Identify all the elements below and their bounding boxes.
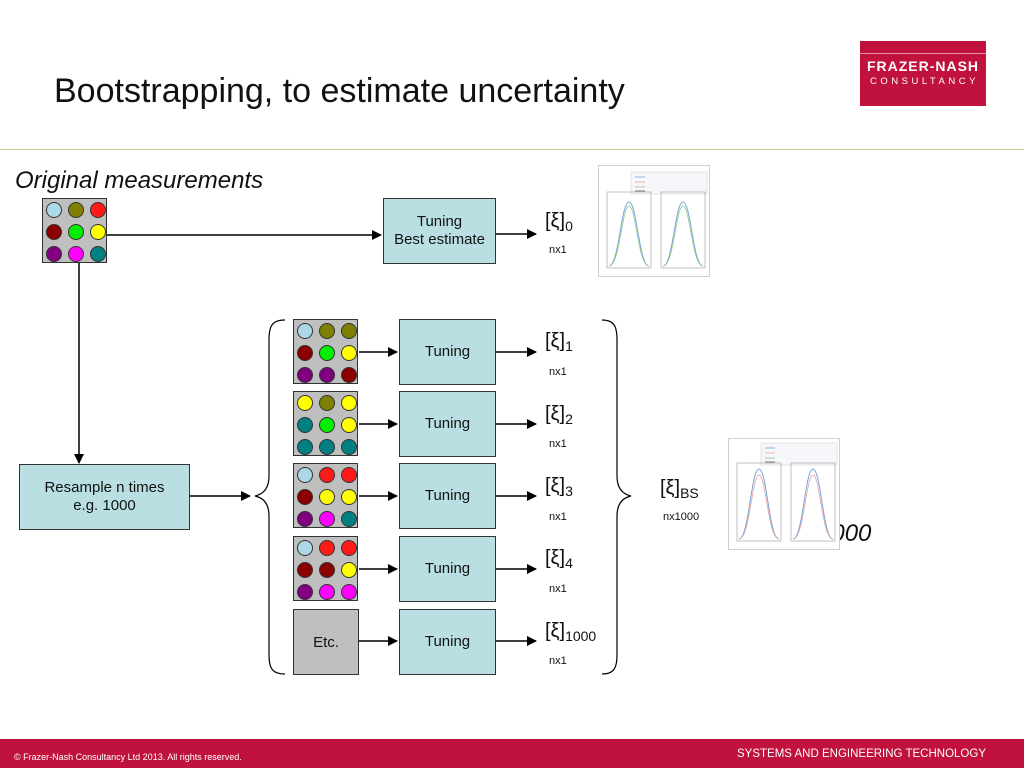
tuning-label: Tuning	[424, 487, 471, 504]
footer-tagline: SYSTEMS AND ENGINEERING TECHNOLOGY	[736, 748, 986, 760]
measurement-dot	[341, 323, 357, 339]
title-divider	[0, 149, 1024, 150]
tuning-best-estimate-box: Tuning Best estimate	[383, 198, 496, 264]
tuning-label: Tuning	[424, 343, 471, 360]
measurement-dot	[297, 323, 313, 339]
tuning-label: Tuning	[424, 560, 471, 577]
right-brace	[601, 319, 632, 675]
measurement-dot	[341, 345, 357, 361]
resample-line2: e.g. 1000	[73, 497, 136, 514]
measurement-dot	[319, 562, 335, 578]
etc-box: Etc.	[293, 609, 359, 675]
footer-copyright: © Frazer-Nash Consultancy Ltd 2013. All …	[14, 752, 242, 762]
measurement-dot	[68, 202, 84, 218]
logo-rule	[860, 53, 986, 54]
plot-thumbnail-best	[598, 165, 710, 277]
measurement-dot	[68, 224, 84, 240]
output-xi-1: [ξ]1	[545, 330, 573, 354]
tuning-best-line2: Best estimate	[394, 231, 485, 248]
measurement-dot	[341, 562, 357, 578]
measurement-dot	[319, 323, 335, 339]
tuning-label: Tuning	[424, 415, 471, 432]
measurement-dot	[297, 367, 313, 383]
measurement-dot	[46, 246, 62, 262]
measurement-dot	[297, 511, 313, 527]
measurement-dot	[297, 584, 313, 600]
resample-grid-4	[293, 536, 358, 601]
tuning-box-4: Tuning	[399, 536, 496, 602]
measurement-dot	[319, 417, 335, 433]
output-dim-2: nx1	[549, 438, 567, 450]
measurement-dot	[341, 467, 357, 483]
logo-subname: CONSULTANCY	[870, 76, 979, 87]
original-measurements-label: Original measurements	[15, 167, 264, 194]
measurement-dot	[297, 562, 313, 578]
output-dim-1: nx1	[549, 366, 567, 378]
measurement-dot	[46, 224, 62, 240]
measurement-dot	[341, 417, 357, 433]
tuning-box-3: Tuning	[399, 463, 496, 529]
tuning-label: Tuning	[424, 633, 471, 650]
logo-name: FRAZER-NASH	[866, 58, 980, 74]
plot-thumbnail-bootstrap	[728, 438, 840, 550]
tuning-box-1: Tuning	[399, 319, 496, 385]
measurement-dot	[297, 439, 313, 455]
measurement-dot	[297, 417, 313, 433]
measurement-dot	[319, 540, 335, 556]
measurement-dot	[319, 345, 335, 361]
resample-grid-1	[293, 319, 358, 384]
tuning-box-1000: Tuning	[399, 609, 496, 675]
resample-box: Resample n times e.g. 1000	[19, 464, 190, 530]
measurement-dot	[319, 367, 335, 383]
measurement-dot	[297, 540, 313, 556]
output-xi-bs: [ξ]BS	[660, 477, 699, 501]
measurement-dot	[46, 202, 62, 218]
output-xi-1000: [ξ]1000	[545, 620, 597, 644]
output-xi-2: [ξ]2	[545, 403, 573, 427]
output-xi-4: [ξ]4	[545, 547, 573, 571]
measurement-dot	[319, 584, 335, 600]
measurement-dot	[319, 395, 335, 411]
plot-thumbnail-graphic	[606, 171, 708, 269]
company-logo: FRAZER-NASH CONSULTANCY	[860, 41, 986, 106]
output-dim-bs: nx1000	[663, 511, 700, 523]
output-dim-4: nx1	[549, 583, 567, 595]
tuning-box-2: Tuning	[399, 391, 496, 457]
measurement-dot	[341, 489, 357, 505]
measurement-dot	[341, 395, 357, 411]
output-dim-3: nx1	[549, 511, 567, 523]
measurement-dot	[341, 511, 357, 527]
measurement-dot	[90, 246, 106, 262]
measurement-dot	[319, 439, 335, 455]
measurement-dot	[341, 540, 357, 556]
original-measurements-grid	[42, 198, 107, 263]
output-dim-0: nx1	[549, 244, 567, 256]
measurement-dot	[90, 202, 106, 218]
footer-bar: © Frazer-Nash Consultancy Ltd 2013. All …	[0, 739, 1024, 768]
output-xi-0: [ξ]0	[545, 210, 573, 234]
plot-thumbnail-graphic	[736, 442, 838, 542]
measurement-dot	[297, 345, 313, 361]
measurement-dot	[341, 584, 357, 600]
measurement-dot	[297, 395, 313, 411]
left-brace	[254, 319, 286, 675]
measurement-dot	[341, 367, 357, 383]
tuning-best-line1: Tuning	[416, 213, 463, 230]
resample-grid-2	[293, 391, 358, 456]
measurement-dot	[319, 467, 335, 483]
resample-grid-3	[293, 463, 358, 528]
measurement-dot	[68, 246, 84, 262]
resample-line1: Resample n times	[44, 479, 165, 496]
measurement-dot	[341, 439, 357, 455]
slide-title: Bootstrapping, to estimate uncertainty	[54, 72, 625, 110]
measurement-dot	[297, 489, 313, 505]
output-dim-1000: nx1	[549, 655, 567, 667]
measurement-dot	[297, 467, 313, 483]
measurement-dot	[319, 489, 335, 505]
measurement-dot	[90, 224, 106, 240]
measurement-dot	[319, 511, 335, 527]
output-xi-3: [ξ]3	[545, 475, 573, 499]
